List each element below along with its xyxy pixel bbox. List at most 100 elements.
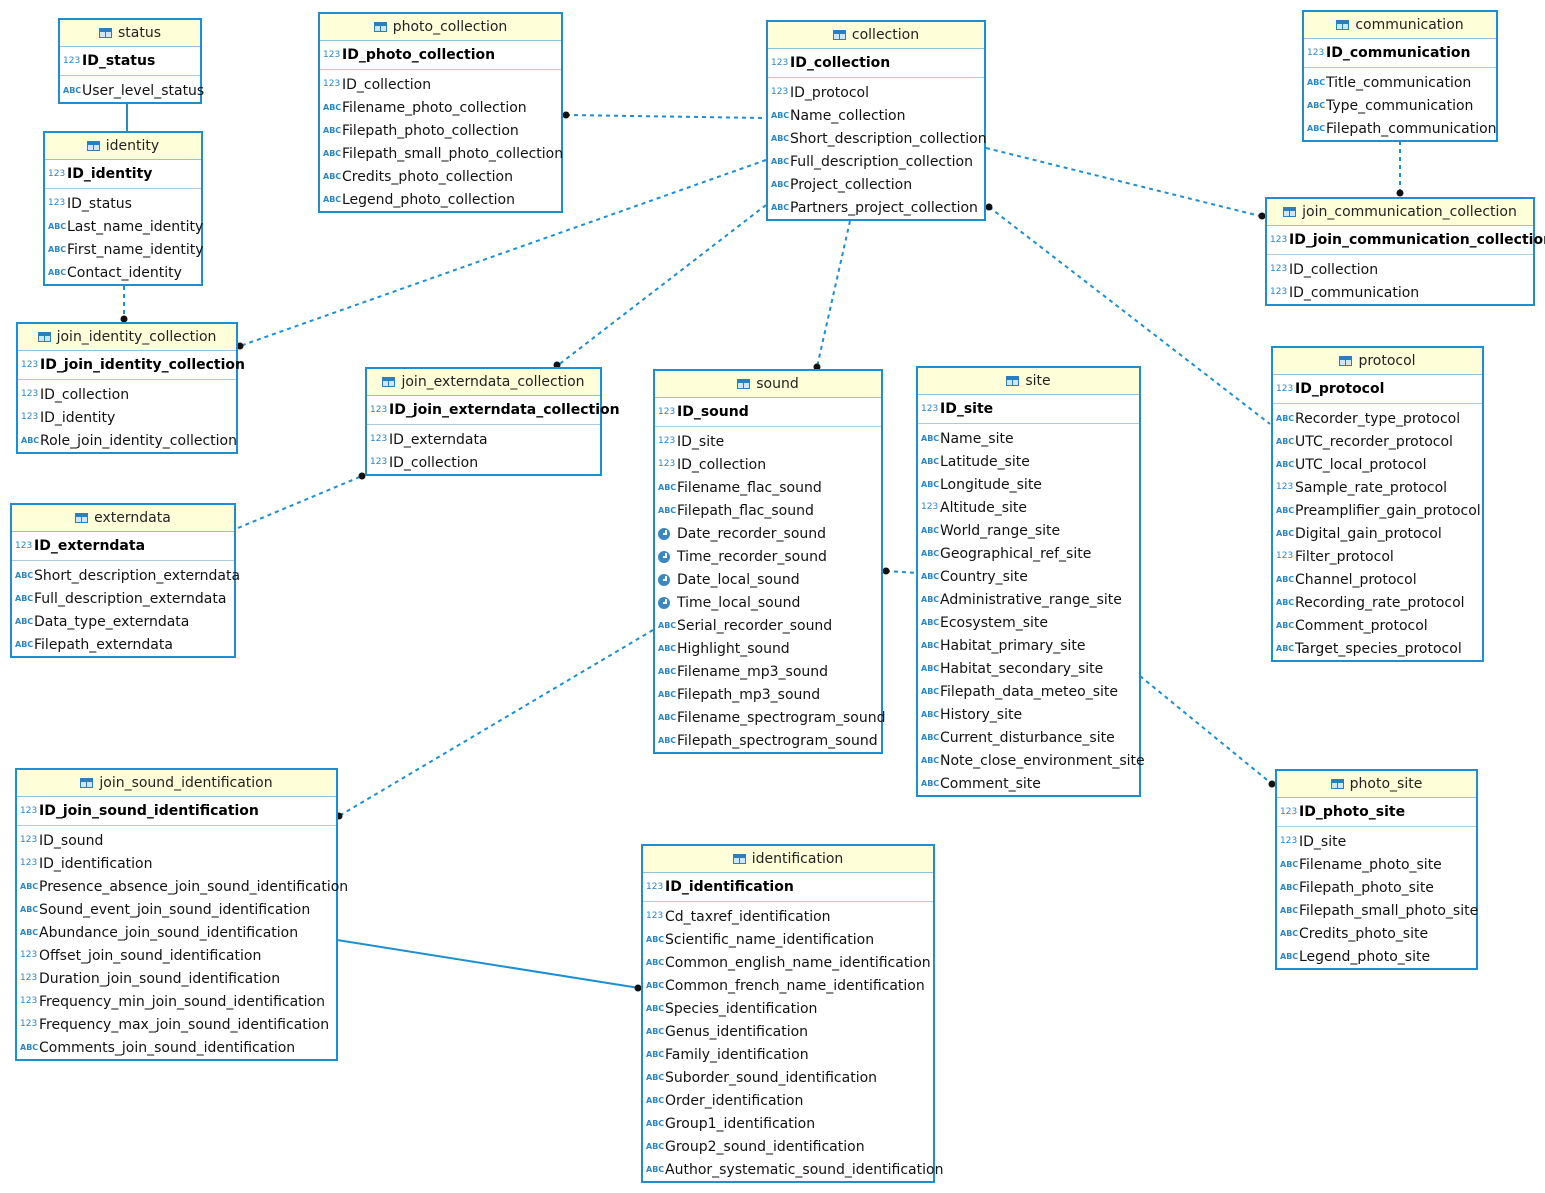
entity-header[interactable]: join_externdata_collection: [367, 369, 600, 396]
column-row[interactable]: Time_local_sound: [655, 591, 881, 614]
entity-header[interactable]: communication: [1304, 12, 1496, 39]
entity-header[interactable]: photo_collection: [320, 14, 561, 41]
entity-header[interactable]: identity: [45, 133, 201, 160]
entity-header[interactable]: sound: [655, 371, 881, 398]
column-row[interactable]: Time_recorder_sound: [655, 545, 881, 568]
entity-header[interactable]: join_sound_identification: [17, 770, 336, 797]
entity-header[interactable]: site: [918, 368, 1139, 395]
column-row[interactable]: Date_local_sound: [655, 568, 881, 591]
entity-header[interactable]: externdata: [12, 505, 234, 532]
entity-header[interactable]: status: [60, 20, 200, 47]
entity-header[interactable]: identification: [643, 846, 933, 873]
entity-header[interactable]: join_communication_collection: [1267, 199, 1533, 226]
column-row[interactable]: Date_recorder_sound: [655, 522, 881, 545]
